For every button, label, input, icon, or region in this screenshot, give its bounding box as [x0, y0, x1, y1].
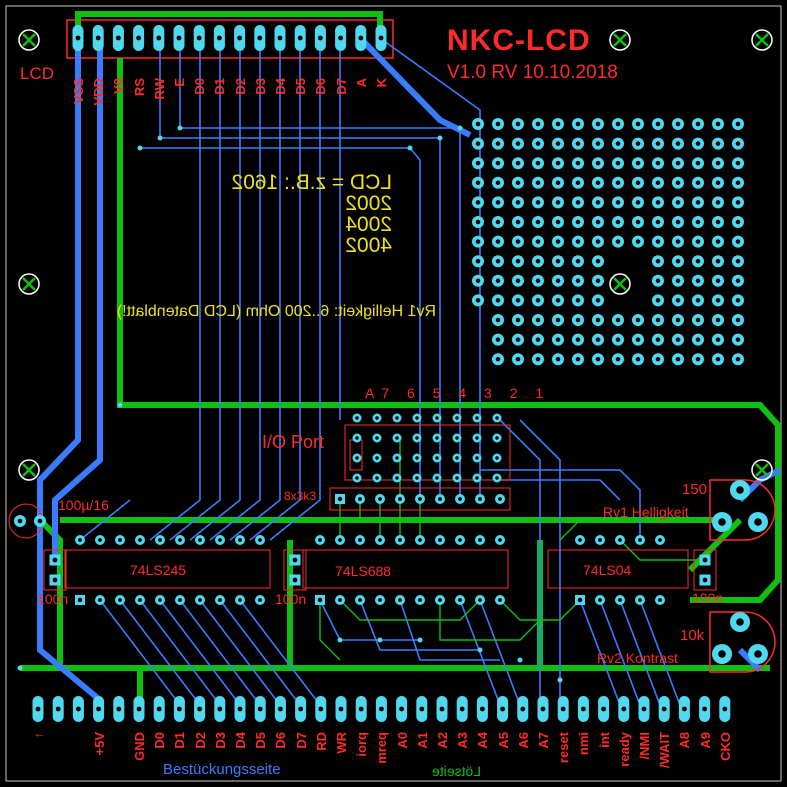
mounting-hole	[609, 29, 631, 51]
bus-pin-label: +5V	[91, 732, 107, 756]
bus-pin-label: A2	[435, 732, 450, 749]
bus-pin-label: A5	[495, 732, 511, 749]
dip-switch-outline	[344, 424, 511, 481]
bus-pin-label: int	[596, 732, 612, 748]
mounting-hole	[18, 29, 40, 51]
lcd-pin-label: VDD	[91, 78, 107, 106]
bus-pin-label: A0	[394, 732, 410, 749]
bus-pin-label: /WAIT	[657, 732, 673, 769]
lcd-connector-label: LCD	[20, 64, 55, 83]
lcd-header-outline	[66, 19, 394, 59]
bus-pin-label: D0	[152, 732, 168, 749]
bus-pin-label: ready	[616, 732, 632, 767]
component-side-label: Bestückungsseite	[163, 761, 281, 778]
potentiometer-outlines	[709, 479, 776, 673]
bus-pin-label: A1	[414, 732, 430, 749]
bus-pin-label: A6	[515, 732, 531, 749]
electrolytic-cap-label: 100µ/16	[58, 497, 109, 513]
bus-pin-label: A4	[475, 732, 491, 749]
bottom-layer-signal-traces	[79, 37, 681, 706]
cap-label: 100n	[692, 590, 724, 606]
brightness-note: Rv1 Helligkeit: 6..200 Ohm (LCD Datenbla…	[116, 303, 436, 320]
ic-label-74ls688: 74LS688	[335, 563, 392, 579]
mounting-hole	[751, 459, 773, 481]
bus-pin-label: GND	[132, 732, 147, 761]
bus-pin-label: /NMI	[637, 732, 652, 760]
bus-pin-label: D6	[273, 732, 289, 749]
bus-pin-label: CKO	[717, 732, 733, 761]
bus-pin-label: reset	[556, 732, 572, 764]
bus-pin-label: D5	[253, 732, 269, 749]
bus-pin-label: A7	[536, 732, 551, 749]
lcd-pin-label: D2	[232, 78, 248, 95]
bus-pin-label: nmi	[576, 732, 592, 756]
lcd-pin-label: D0	[192, 78, 208, 95]
lcd-type-line: 2004	[345, 213, 392, 236]
lcd-type-line: LCD = z.B.: 1602	[231, 171, 392, 194]
resistor-network-label: 8x3k3	[284, 489, 317, 503]
ic-label-74ls245: 74LS245	[130, 562, 187, 578]
bus-pin-label: mreq	[374, 732, 390, 764]
top-layer-signal-traces	[319, 440, 700, 661]
bus-pin-label: WR	[334, 732, 349, 754]
cap-label: 100n	[37, 591, 69, 607]
pot1-label: Rv1 Helligkeit	[603, 504, 689, 520]
lcd-pin-label: RW	[151, 78, 167, 100]
dip-switch-numbers: A7 6 5 4 3 2 1	[365, 385, 551, 401]
bus-pin-label: RD	[313, 732, 329, 751]
mounting-hole	[18, 273, 40, 295]
bus-pin-label: ↑	[31, 732, 46, 739]
board-version: V1.0 RV 10.10.2018	[447, 62, 618, 83]
bus-pin-label: iorq	[354, 732, 370, 757]
lcd-type-line: 4002	[345, 234, 392, 257]
lcd-pin-label: D7	[333, 78, 349, 95]
lcd-pin-label: D1	[212, 78, 228, 95]
lcd-types-note: LCD = z.B.: 1602 2002 2004 4002	[231, 171, 392, 257]
resistor-network-outline	[329, 487, 511, 511]
bus-pin-label: D3	[212, 732, 228, 749]
mounting-hole	[751, 29, 773, 51]
pot1-value: 150	[682, 481, 708, 498]
pot2-label: Rv2 Kontrast	[597, 650, 678, 666]
ic-label-74ls04: 74LS04	[583, 562, 632, 578]
lcd-pin-label: D6	[313, 78, 329, 95]
mounting-hole	[18, 459, 40, 481]
board-outline	[5, 5, 782, 782]
lcd-pin-label: D4	[273, 78, 288, 95]
cap-label: 100n	[275, 591, 307, 607]
bus-pin-label: D2	[192, 732, 208, 749]
bus-pin-label: D7	[293, 732, 309, 749]
lcd-pin-label: K	[374, 78, 389, 88]
lcd-pin-label: D3	[252, 78, 268, 95]
bus-pin-label: A9	[697, 732, 713, 749]
lcd-pin-label: D5	[293, 78, 309, 95]
lcd-pin-label: RS	[131, 78, 147, 97]
lcd-pin-label: E	[172, 78, 187, 87]
vias	[17, 125, 563, 683]
lcd-type-line: 2002	[345, 192, 392, 215]
solder-side-label: Lötseite	[432, 763, 482, 779]
bus-pin-label: D1	[172, 732, 188, 749]
ic-outlines	[64, 549, 689, 589]
bus-pin-label: A8	[677, 732, 693, 749]
lcd-pin-label: A	[353, 78, 369, 88]
pot2-value: 10k	[680, 627, 705, 644]
mounting-holes	[18, 29, 773, 481]
pads	[14, 25, 768, 722]
lcd-pin-label: V0	[111, 78, 127, 94]
prototype-pad-grid	[472, 118, 744, 366]
bus-pin-label: D4	[233, 732, 248, 749]
io-port-label: I/O Port	[262, 432, 325, 452]
bus-pin-label: A3	[455, 732, 471, 749]
mounting-hole	[609, 273, 631, 295]
lcd-pin-label: VSS	[71, 78, 86, 105]
board-title: NKC-LCD	[447, 24, 591, 57]
